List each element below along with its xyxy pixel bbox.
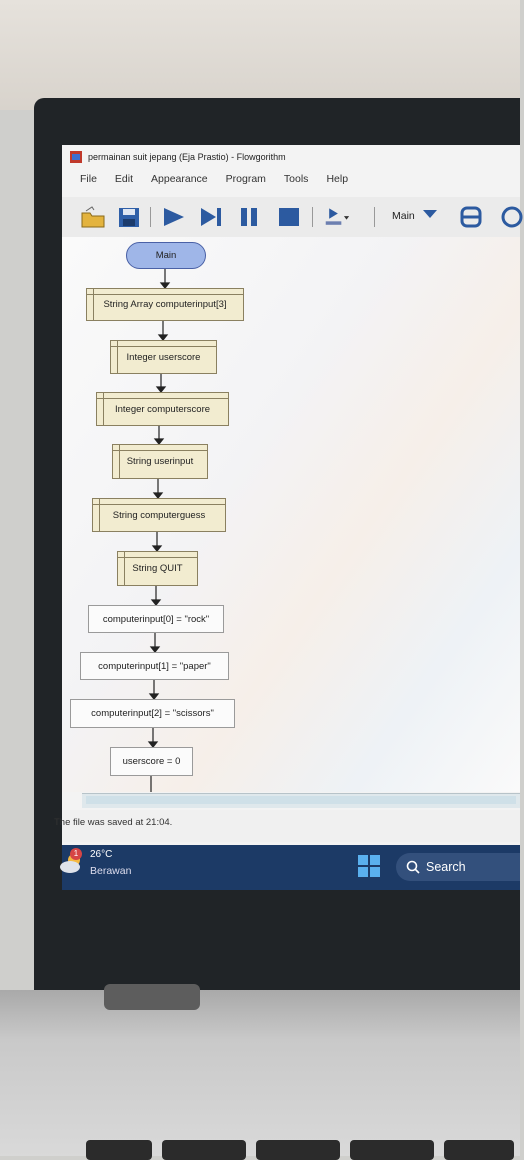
declare-label: Integer userscore <box>126 351 201 363</box>
declare-shape[interactable]: Integer userscore <box>110 340 217 374</box>
toolbar-separator <box>312 207 313 227</box>
menu-help[interactable]: Help <box>326 173 349 185</box>
declare-label: Integer computerscore <box>114 403 211 415</box>
keyboard-key <box>444 1140 514 1160</box>
assign-shape[interactable]: computerinput[1] = "paper" <box>80 652 229 680</box>
open-folder-icon[interactable] <box>80 205 106 229</box>
flowchart-canvas[interactable]: Main String Array computerinput[3] Integ… <box>62 237 520 792</box>
assign-label: computerinput[1] = "paper" <box>98 660 211 672</box>
status-text: The file was saved at 21:04. <box>54 817 173 828</box>
menu-edit[interactable]: Edit <box>114 173 134 185</box>
menu-file[interactable]: File <box>80 173 97 185</box>
assign-shape[interactable]: computerinput[0] = "rock" <box>88 605 224 633</box>
start-terminal-label: Main <box>155 250 177 261</box>
stop-icon[interactable] <box>276 205 302 229</box>
assign-label: userscore = 0 <box>122 756 181 767</box>
dropdown-arrow-icon <box>422 210 437 218</box>
toolbar: Main <box>62 197 523 238</box>
start-terminal[interactable]: Main <box>126 242 206 269</box>
assign-shape[interactable]: computerinput[2] = "scissors" <box>70 699 235 728</box>
status-bar: The file was saved at 21:04. <box>54 810 520 842</box>
variable-watch-icon[interactable] <box>458 205 484 229</box>
laptop-base <box>0 990 520 1156</box>
weather-widget[interactable]: 1 26°C Berawan <box>60 845 172 890</box>
toolbar-separator <box>150 207 151 227</box>
assign-label: computerinput[0] = "rock" <box>102 613 210 625</box>
taskbar-search[interactable]: Search <box>396 853 520 881</box>
declare-label: String computerguess <box>112 509 206 521</box>
toolbar-separator <box>374 207 375 227</box>
window-title: permainan suit jepang (Eja Prastio) - Fl… <box>88 152 286 162</box>
declare-label: String Array computerinput[3] <box>103 299 227 310</box>
declare-shape[interactable]: String computerguess <box>92 498 226 532</box>
menu-appearance[interactable]: Appearance <box>151 173 208 185</box>
keyboard-key <box>162 1140 246 1160</box>
declare-label: String QUIT <box>132 563 183 574</box>
keyboard-key <box>256 1140 340 1160</box>
flow-arrows <box>147 269 171 792</box>
background-wall <box>0 0 520 110</box>
pause-icon[interactable] <box>236 205 262 229</box>
screen: permainan suit jepang (Eja Prastio) - Fl… <box>54 145 523 890</box>
run-icon[interactable] <box>160 205 186 229</box>
horizontal-scrollbar[interactable] <box>82 793 520 808</box>
assign-shape[interactable]: userscore = 0 <box>110 747 193 776</box>
keyboard-key <box>86 1140 152 1160</box>
laptop-hinge <box>104 984 200 1010</box>
run-speed-icon[interactable] <box>324 205 350 229</box>
declare-shape[interactable]: String Array computerinput[3] <box>86 288 244 321</box>
title-bar: permainan suit jepang (Eja Prastio) - Fl… <box>62 145 520 169</box>
function-select-value: Main <box>392 210 415 222</box>
menu-tools[interactable]: Tools <box>283 173 309 185</box>
declare-shape[interactable]: String userinput <box>112 444 208 479</box>
declare-shape[interactable]: Integer computerscore <box>96 392 229 426</box>
notification-badge: 1 <box>70 848 82 860</box>
declare-label: String userinput <box>126 456 194 467</box>
save-icon[interactable] <box>116 205 142 229</box>
function-select[interactable]: Main <box>392 209 438 222</box>
windows-start-icon[interactable] <box>358 855 380 877</box>
keyboard-key <box>350 1140 434 1160</box>
weather-temperature: 26°C <box>90 849 113 860</box>
assign-label: computerinput[2] = "scissors" <box>91 708 214 719</box>
weather-condition: Berawan <box>90 865 132 877</box>
taskbar: 1 26°C Berawan Search <box>60 845 520 890</box>
step-icon[interactable] <box>198 205 224 229</box>
declare-shape[interactable]: String QUIT <box>117 551 198 586</box>
scrollbar-thumb[interactable] <box>86 796 516 804</box>
search-label: Search <box>426 860 466 874</box>
menu-program[interactable]: Program <box>225 173 266 185</box>
console-icon[interactable] <box>498 205 524 229</box>
flowgorithm-app-icon <box>70 151 82 163</box>
search-icon <box>406 860 420 874</box>
menu-bar: File Edit Appearance Program Tools Help <box>62 173 520 195</box>
